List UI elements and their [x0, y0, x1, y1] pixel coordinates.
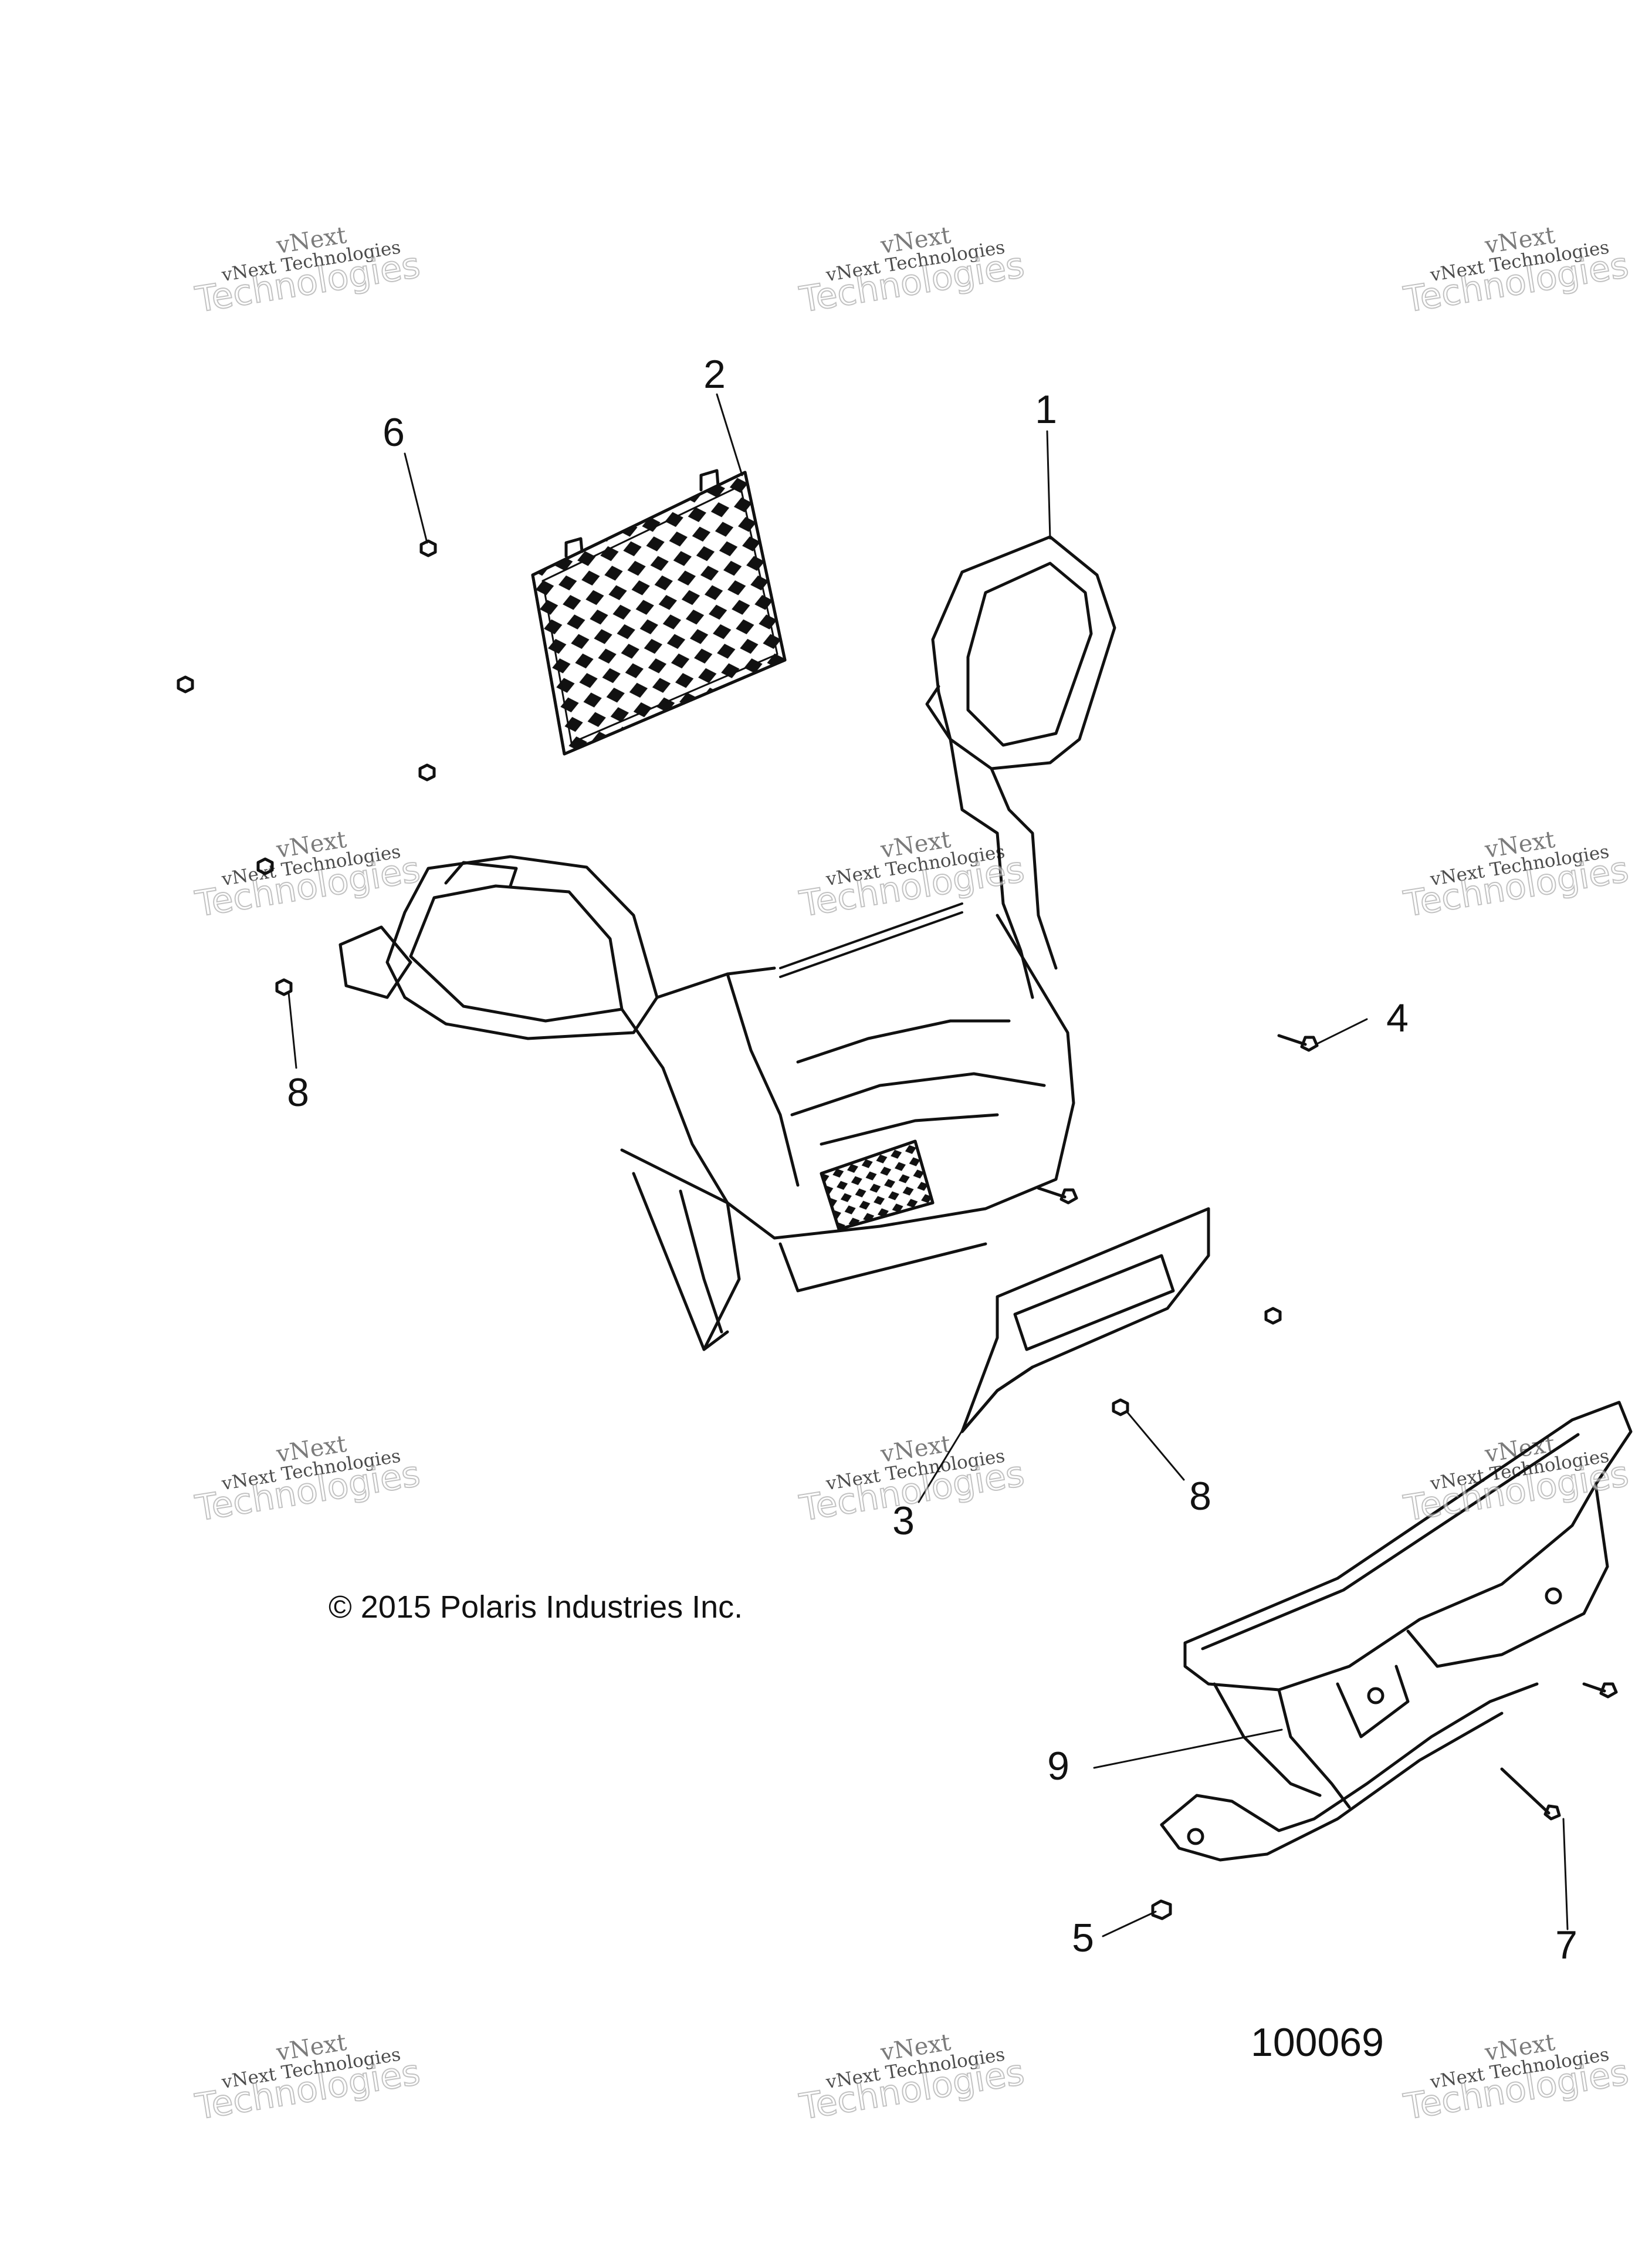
part-2-grille-screen: [531, 469, 787, 756]
part-3-skid-plate: [960, 1207, 1210, 1433]
bolt-5: [1151, 1899, 1172, 1920]
nut-center: [418, 763, 436, 782]
bolt-7: [1500, 1767, 1561, 1821]
callout-3: 3: [892, 1499, 915, 1543]
bolt-4: [1277, 1034, 1319, 1052]
clip-right: [1264, 1307, 1282, 1325]
callout-8-right: 8: [1189, 1474, 1211, 1518]
callout-5: 5: [1072, 1916, 1094, 1960]
callout-4: 4: [1386, 996, 1409, 1040]
callout-1: 1: [1035, 387, 1057, 432]
clip-8-left: [275, 978, 293, 996]
callout-8-left: 8: [287, 1070, 309, 1115]
nut-left: [177, 675, 194, 694]
nut-6: [419, 539, 437, 557]
bolt-right: [1582, 1682, 1618, 1699]
clip-8-right: [1112, 1398, 1129, 1416]
part-9-brush-guard: [1160, 1401, 1633, 1862]
callout-2: 2: [703, 352, 726, 397]
bolt-center: [1037, 1186, 1078, 1205]
part-1-front-fascia: [338, 535, 1116, 1351]
copyright-notice: © 2015 Polaris Industries Inc.: [329, 1589, 743, 1625]
callout-6: 6: [382, 410, 405, 455]
figure-number: 100069: [1251, 2020, 1384, 2065]
clip-left: [256, 857, 274, 875]
callout-9: 9: [1047, 1744, 1069, 1788]
callout-7: 7: [1555, 1923, 1577, 1967]
fasteners: [177, 539, 1618, 1920]
leader-lines: [287, 393, 1569, 1937]
